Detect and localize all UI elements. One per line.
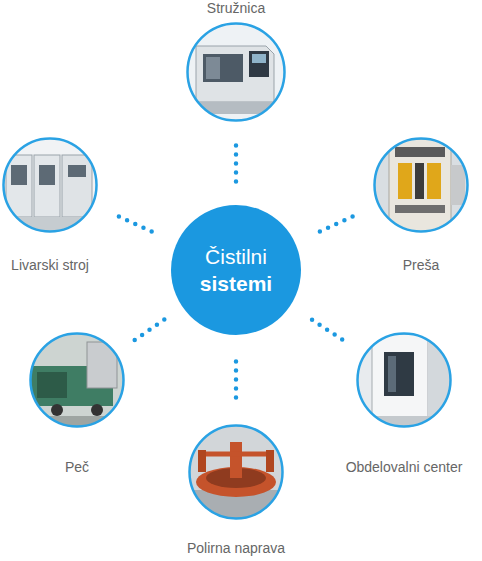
photo-background — [27, 330, 127, 430]
circle-border — [375, 139, 468, 232]
wheel — [51, 404, 63, 416]
circle-border — [358, 334, 451, 427]
cabinet-window — [39, 165, 55, 185]
dotted-connector — [234, 335, 239, 424]
circle-outline — [186, 22, 286, 122]
photo-background — [354, 330, 454, 430]
photo-background — [0, 135, 100, 235]
lathe-photo — [186, 22, 286, 122]
machine-label: Livarski stroj — [11, 257, 89, 273]
machine-circle: Obdelovalni center — [356, 332, 452, 428]
photo-background — [371, 135, 471, 235]
hub-circle: Čistilnisistemi — [171, 205, 301, 335]
machine-label: Obdelovalni center — [346, 459, 463, 475]
circle-border — [31, 334, 124, 427]
circle-outline — [188, 424, 284, 520]
furnace-door — [37, 372, 67, 398]
circle-outline — [2, 137, 98, 233]
panel-screen — [252, 54, 266, 63]
circle-outline — [373, 137, 469, 233]
machine-circle: Peč — [29, 332, 125, 428]
machining-center-photo — [354, 330, 454, 430]
cabinet-window — [68, 165, 86, 177]
control-panel — [249, 51, 269, 77]
circle-outline — [356, 332, 452, 428]
polishing-device-photo — [186, 422, 286, 522]
press-ram — [427, 163, 441, 199]
hub-label: sistemi — [200, 270, 272, 297]
machine-circle: Polirna naprava — [188, 424, 284, 520]
machine-circle: Livarski stroj — [2, 137, 98, 233]
machine-window — [203, 54, 243, 82]
machine-window — [384, 352, 414, 396]
photo-background — [186, 422, 286, 522]
window-glare — [388, 356, 396, 392]
hub-fill — [171, 205, 301, 335]
polishing-head — [266, 450, 274, 472]
cabinet-window — [11, 165, 27, 185]
press-ram — [398, 163, 412, 199]
press-slot — [395, 147, 445, 157]
machine-label: Stružnica — [207, 0, 265, 16]
machine-label: Peč — [65, 459, 89, 475]
press-cabinet — [451, 165, 465, 205]
dotted-connector — [234, 122, 239, 205]
machine-label: Polirna naprava — [187, 540, 285, 556]
dotted-connector — [94, 205, 177, 243]
press-frame — [389, 139, 451, 235]
window-glare — [206, 57, 220, 79]
dotted-connector — [295, 205, 377, 243]
machine-circle: Stružnica — [186, 22, 286, 122]
floor — [354, 416, 454, 430]
polishing-head — [198, 450, 206, 472]
hub-text-box: Čistilnisistemi — [171, 205, 301, 335]
wheel — [91, 404, 103, 416]
circle-outline — [29, 332, 125, 428]
hub-label: Čistilni — [205, 243, 267, 270]
furnace-photo — [27, 330, 127, 430]
cabinet — [62, 155, 92, 217]
machine-circle: Preša — [373, 137, 469, 233]
circle-border — [4, 139, 97, 232]
press-photo — [371, 135, 471, 235]
photo-background — [186, 22, 286, 122]
circle-border — [190, 426, 283, 519]
press-bed — [395, 205, 445, 213]
dotted-connector — [116, 307, 182, 353]
polishing-arm — [202, 452, 270, 457]
machine-body — [372, 334, 428, 426]
dotted-connector — [290, 306, 363, 354]
machine-label: Preša — [403, 257, 440, 273]
floor — [27, 416, 127, 430]
center-column — [230, 442, 242, 478]
circle-outline — [171, 205, 301, 335]
press-column — [415, 163, 424, 199]
machine-body — [196, 46, 274, 102]
casting-machine-photo — [0, 135, 100, 235]
cabinet — [34, 155, 60, 217]
circle-border — [188, 24, 285, 121]
